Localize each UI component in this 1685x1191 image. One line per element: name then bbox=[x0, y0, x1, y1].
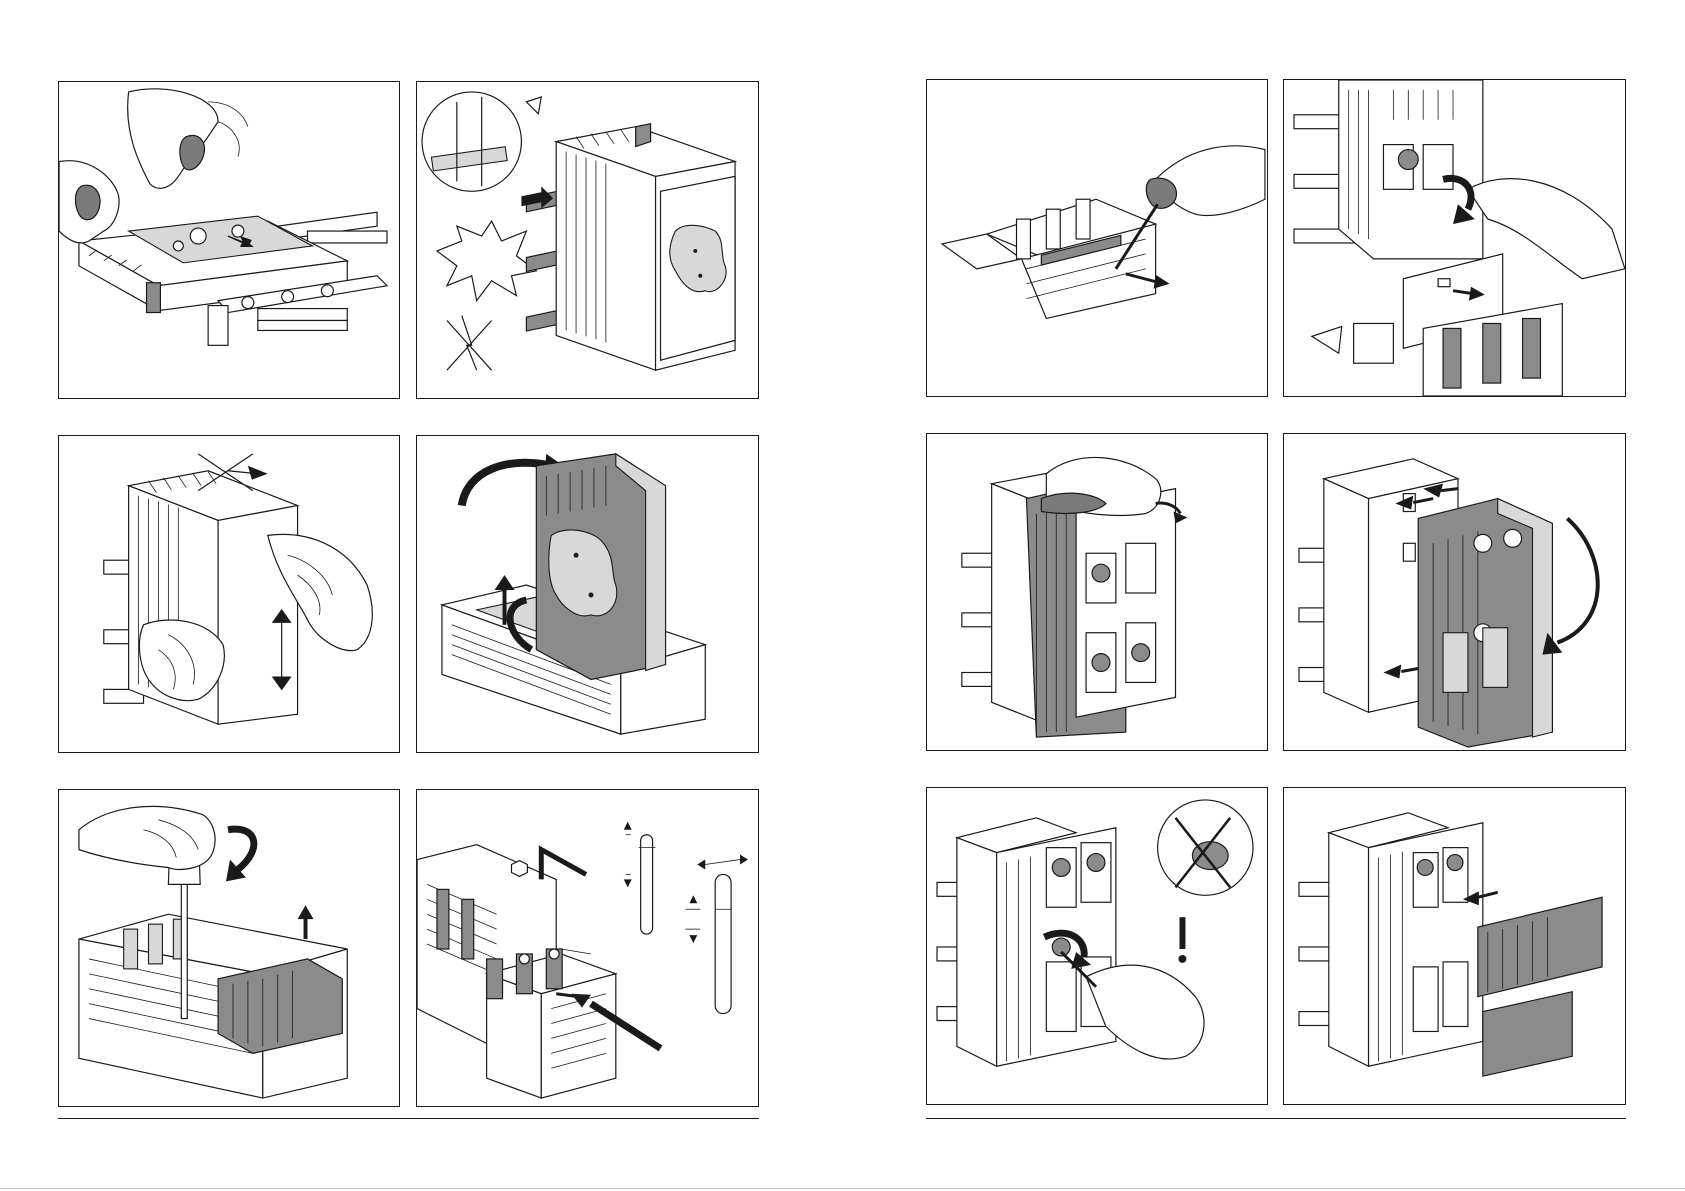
panel-11-warning bbox=[926, 787, 1268, 1105]
panel-1-pull-base bbox=[58, 81, 400, 399]
panel-10-rotate-housing bbox=[1283, 433, 1626, 751]
remove-shield-icon bbox=[1284, 80, 1625, 396]
page-bottom-edge bbox=[0, 1188, 1685, 1189]
panel-4-flip-cover bbox=[416, 435, 759, 753]
attach-terminal-cover-icon bbox=[1284, 788, 1625, 1104]
panel-5-screwdriver bbox=[58, 789, 400, 1107]
panel-3-lift-module bbox=[58, 435, 400, 753]
panel-9-hinge-cover bbox=[926, 433, 1268, 751]
cable-strip-dimension-icon bbox=[417, 790, 758, 1106]
screwdriver-tighten-icon bbox=[59, 790, 399, 1106]
pry-clip-icon bbox=[927, 80, 1267, 396]
rotate-housing-icon bbox=[1284, 434, 1625, 750]
hand-lift-module-icon bbox=[59, 436, 399, 752]
hand-pull-base-icon bbox=[59, 82, 399, 398]
left-footer-rule bbox=[58, 1118, 759, 1119]
right-footer-rule bbox=[926, 1118, 1626, 1119]
rail-clip-detail-icon bbox=[417, 82, 758, 398]
hinge-cover-icon bbox=[927, 434, 1267, 750]
panel-2-rail-clip bbox=[416, 81, 759, 399]
panel-6-cable-dimensions bbox=[416, 789, 759, 1107]
panel-7-pry-clip bbox=[926, 79, 1268, 397]
panel-12-attach-cover bbox=[1283, 787, 1626, 1105]
panel-8-remove-shield bbox=[1283, 79, 1626, 397]
warning-no-rotate-icon bbox=[927, 788, 1267, 1104]
flip-cover-icon bbox=[417, 436, 758, 752]
